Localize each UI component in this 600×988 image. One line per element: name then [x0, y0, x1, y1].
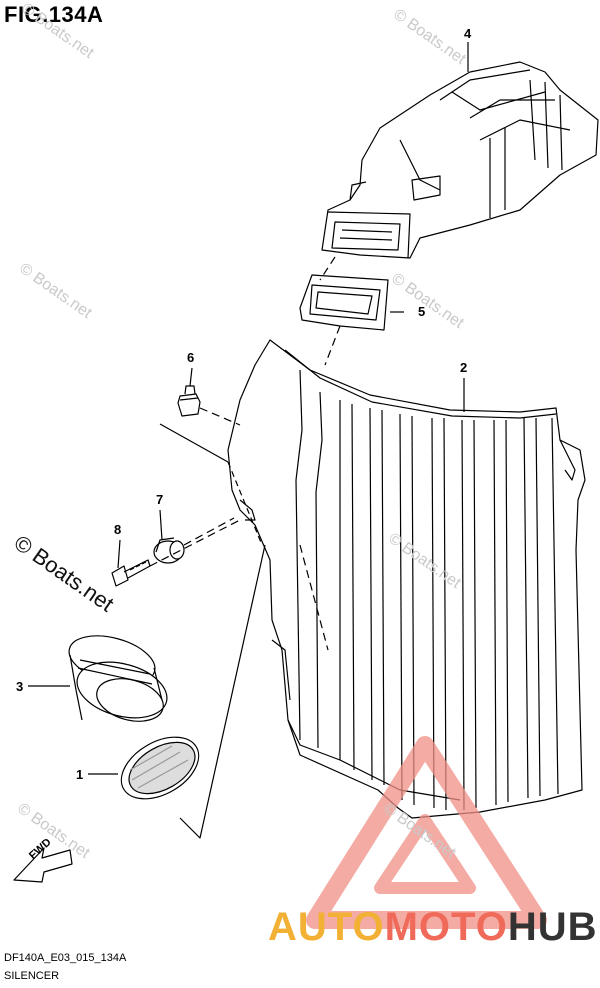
part-6-grommet — [177, 385, 201, 417]
assembly-lines — [149, 256, 341, 651]
part-8-bolt — [111, 559, 151, 587]
part-2-silencer-case — [227, 339, 586, 819]
part-1-mesh — [120, 736, 200, 800]
callout-7: 7 — [156, 492, 164, 507]
callout-2: 2 — [460, 360, 468, 375]
brand-logo: AUTOMOTOHUB — [268, 905, 598, 950]
fwd-arrow — [13, 847, 73, 883]
brand-triangle — [306, 736, 547, 929]
part-3-sleeve — [68, 635, 168, 722]
brand-part-1: AUTO — [268, 905, 385, 949]
figure-title: FIG.134A — [4, 2, 104, 27]
part-5-seal — [299, 274, 389, 331]
callout-4: 4 — [464, 26, 472, 41]
part-4-upper-duct — [321, 61, 599, 259]
callout-1: 1 — [76, 767, 84, 782]
part-7-grommet — [153, 537, 185, 564]
callout-5: 5 — [418, 304, 426, 319]
callout-3: 3 — [16, 679, 24, 694]
callout-6: 6 — [187, 350, 195, 365]
callout-8: 8 — [114, 522, 122, 537]
brand-part-3: HUB — [507, 905, 598, 949]
drawing-name: SILENCER — [4, 970, 60, 982]
drawing-code: DF140A_E03_015_134A — [4, 952, 127, 964]
brand-part-2: MOTO — [384, 905, 508, 949]
